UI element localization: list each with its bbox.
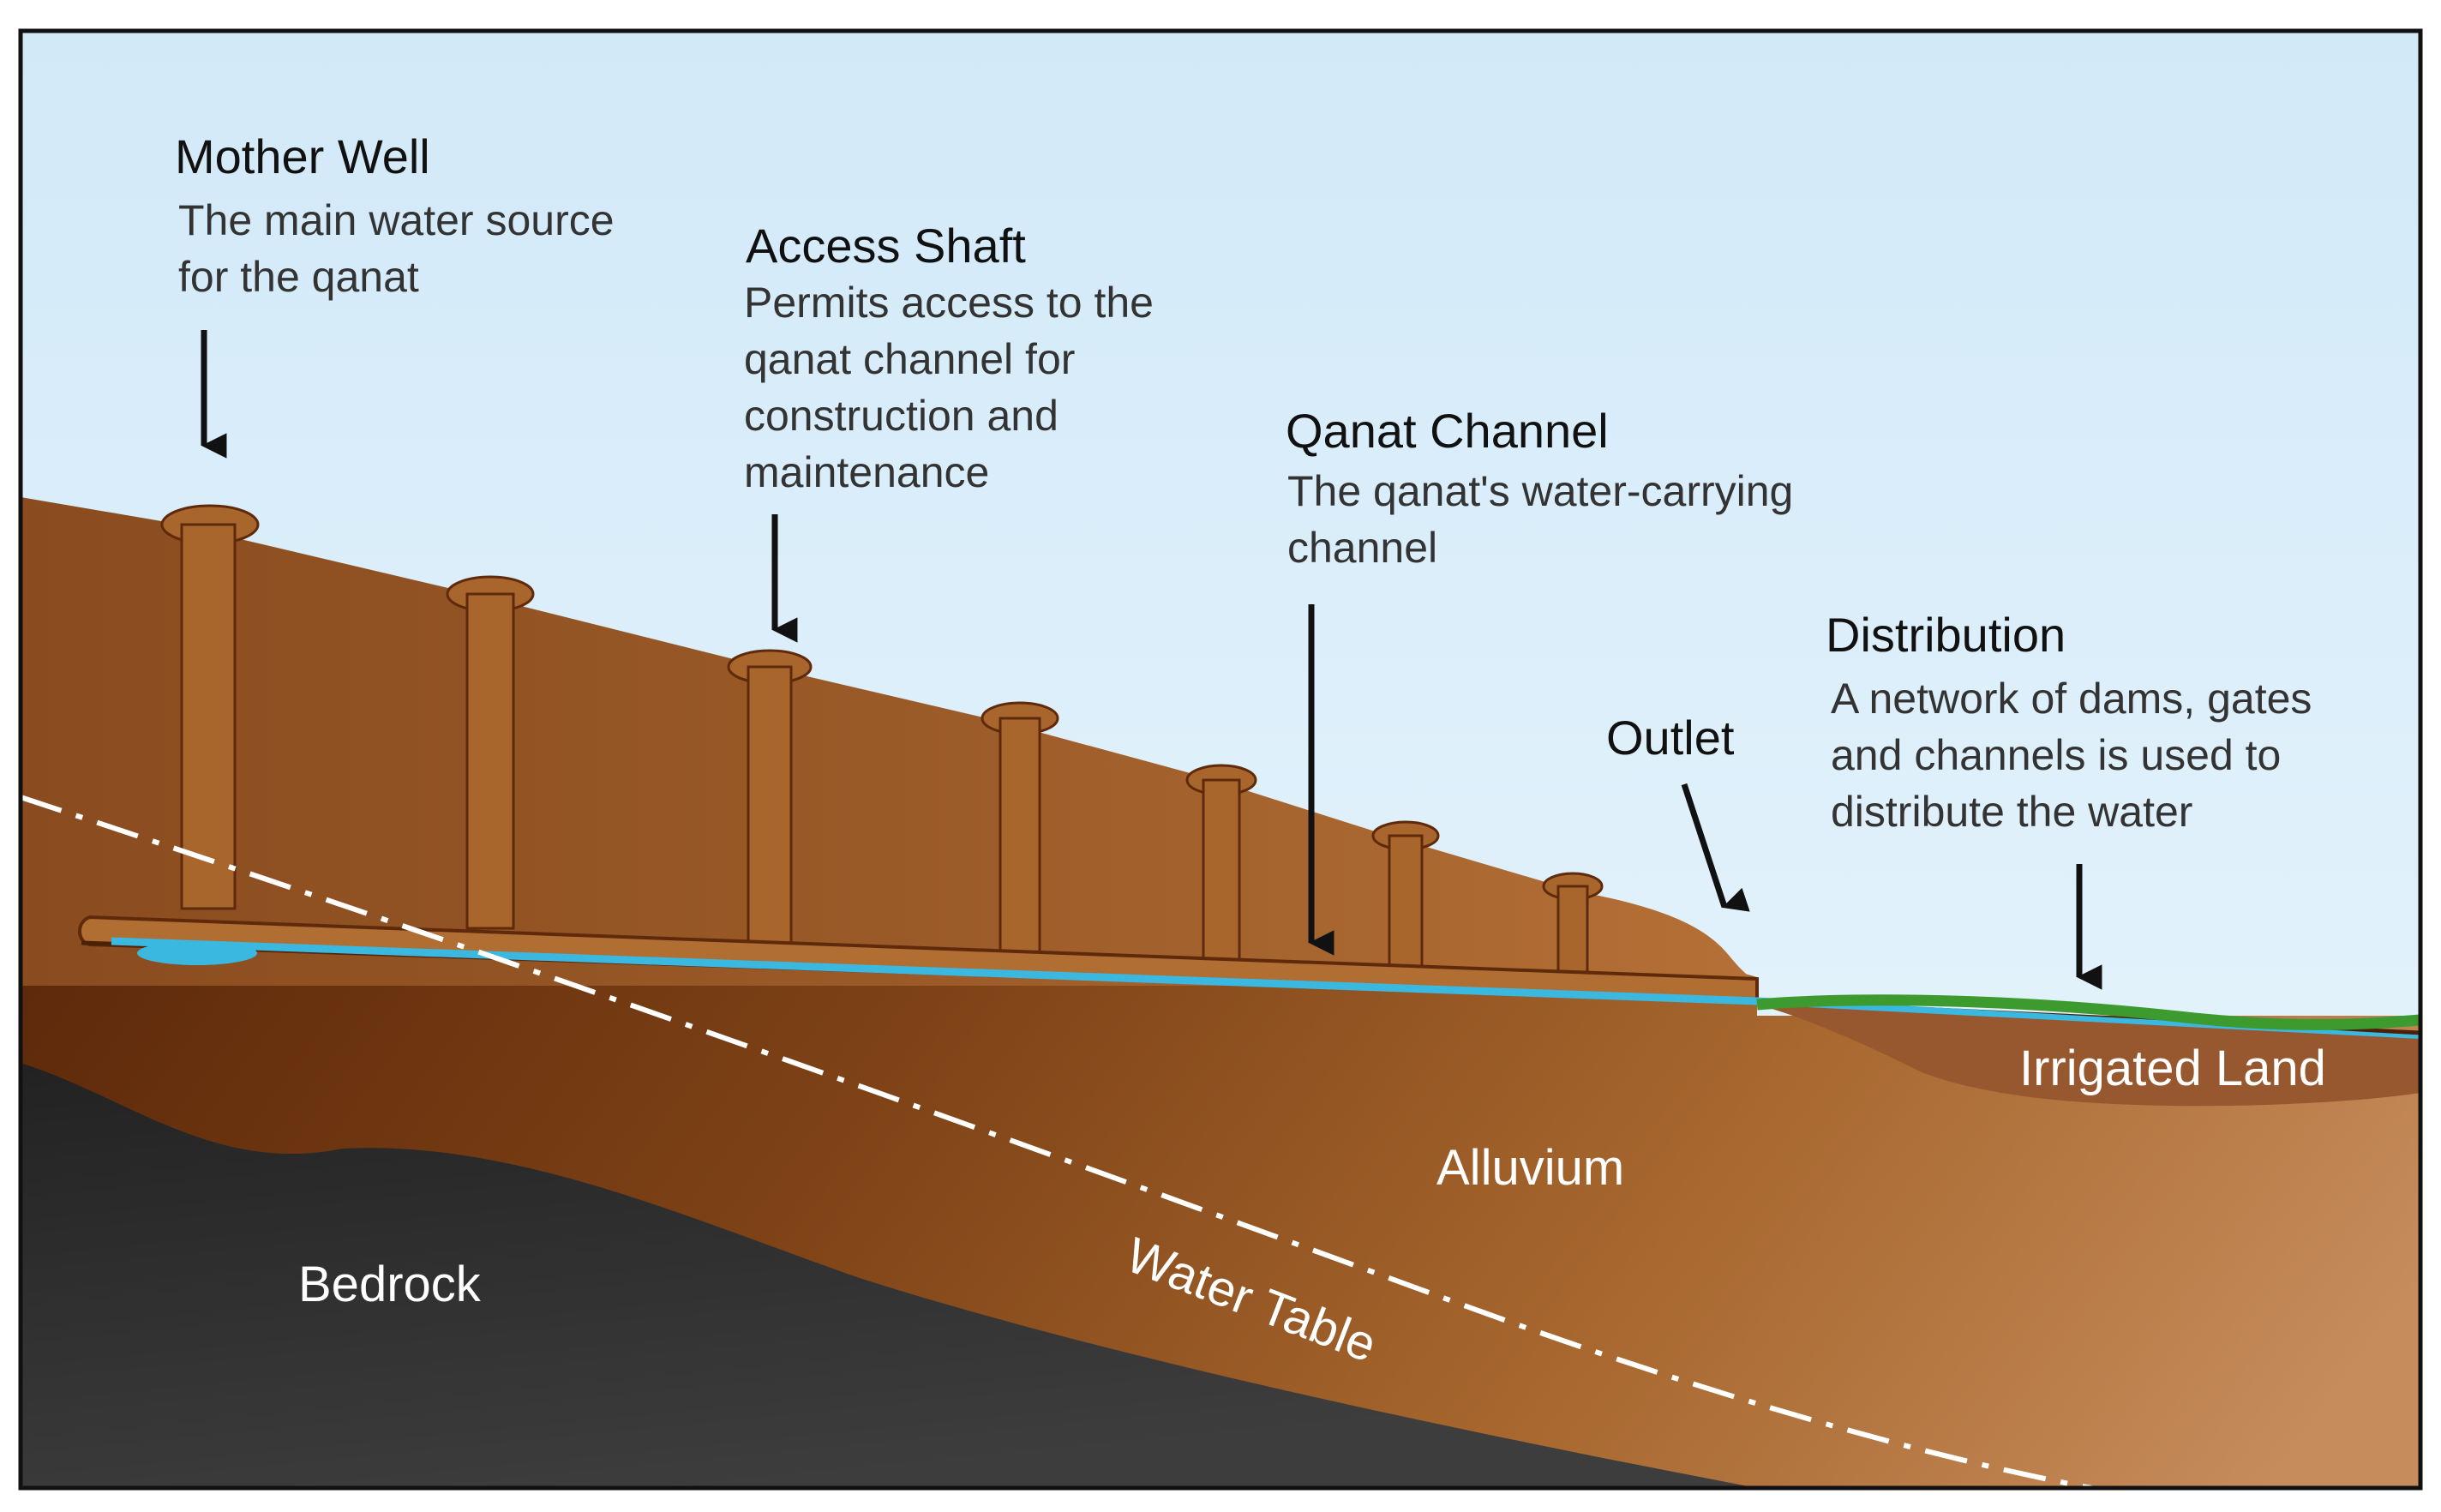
mother-well-shaft — [180, 523, 237, 910]
qanat-channel-desc: channel — [1287, 524, 1437, 572]
arrow-outlet — [1681, 783, 1750, 912]
bedrock-layer — [21, 1063, 1757, 1488]
distribution-desc: A network of dams, gates — [1831, 675, 2312, 723]
qanat-channel-title: Qanat Channel — [1286, 404, 1609, 458]
water-table-line — [20, 795, 2092, 1491]
grass-strip — [1756, 994, 2421, 1030]
access-shaft — [465, 592, 515, 930]
irrigated-land-label: Irrigated Land — [2019, 1041, 2326, 1096]
alluvium-label: Alluvium — [1436, 1140, 1624, 1196]
access-shaft-desc: qanat channel for — [744, 335, 1075, 383]
distribution-desc: and channels is used to — [1831, 731, 2281, 779]
access-shaft — [1388, 834, 1424, 981]
access-shaft-desc: construction and — [744, 392, 1059, 440]
outlet-title: Outlet — [1606, 711, 1735, 765]
qanat-channel-desc: The qanat's water-carrying — [1287, 467, 1793, 515]
bedrock-label: Bedrock — [298, 1257, 482, 1312]
mother-well-water — [137, 941, 257, 965]
mother-well-desc: The main water source — [178, 196, 615, 244]
access-shaft-desc: Permits access to the — [744, 279, 1154, 327]
frame — [18, 28, 2423, 1491]
access-shaft-desc: maintenance — [744, 448, 989, 496]
mother-well-desc: for the qanat — [178, 253, 419, 301]
access-shaft-title: Access Shaft — [746, 219, 1026, 273]
distribution-desc: distribute the water — [1831, 788, 2192, 836]
hill-upper — [21, 497, 1757, 986]
distribution-title: Distribution — [1826, 608, 2066, 662]
irrigated-land — [1757, 1005, 2420, 1107]
mother-well-title: Mother Well — [175, 129, 430, 183]
shaft-group — [160, 504, 1604, 989]
access-shaft — [1202, 778, 1241, 972]
access-shaft — [747, 665, 793, 948]
access-shaft — [999, 717, 1041, 962]
